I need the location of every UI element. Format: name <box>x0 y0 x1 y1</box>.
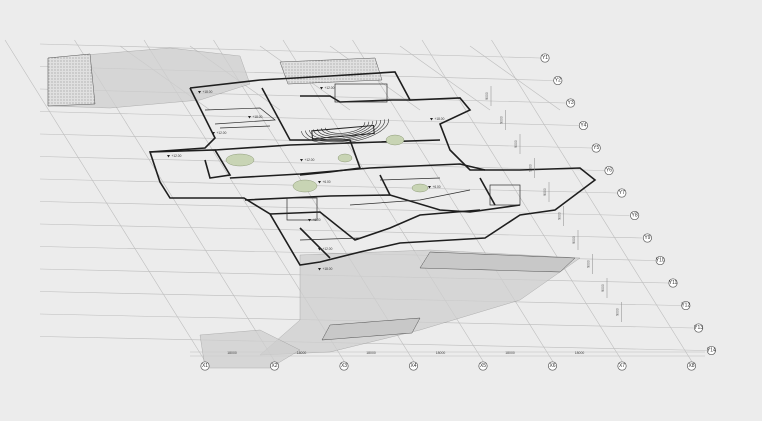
column-axis-label: X7 <box>619 363 625 369</box>
row-axis-label: Y7 <box>619 190 625 196</box>
row-axis-bubble: Y14 <box>706 345 716 356</box>
row-axis-bubble: Y9 <box>642 233 652 243</box>
row-dimension-label: 9000 <box>587 260 591 268</box>
level-mark-label: +18.00 <box>253 115 263 119</box>
level-mark: +12.00 <box>318 247 333 251</box>
column-axis-bubble: X6 <box>547 361 558 371</box>
column-dimension-label: 18000 <box>436 351 446 355</box>
column-dimension-label: 18000 <box>227 351 237 355</box>
column-axis-label: X4 <box>410 363 416 369</box>
row-dimension-label: 9000 <box>558 212 562 220</box>
level-mark-label: +12.00 <box>305 158 315 162</box>
column-axis-bubble: X7 <box>617 361 627 371</box>
dimension-labels: 18000 18000 18000 18000 18000 18000 9000 9000 90… <box>227 86 622 355</box>
level-mark-label: +12.00 <box>323 247 333 251</box>
row-dimension-label: 9000 <box>500 116 504 124</box>
level-mark: +12.00 <box>212 131 227 135</box>
row-axis-label: Y14 <box>707 348 716 354</box>
column-axis-label: X5 <box>480 363 486 369</box>
row-axis-label: Y10 <box>656 258 665 264</box>
level-mark-label: +6.00 <box>433 185 441 189</box>
level-mark-label: +12.00 <box>217 131 227 135</box>
row-axis-bubble: Y2 <box>553 75 563 86</box>
level-mark: +6.00 <box>318 180 331 184</box>
row-axis-label: Y11 <box>669 280 678 286</box>
row-axis-bubble: Y13 <box>694 323 703 333</box>
column-axis-bubble: X3 <box>339 361 349 371</box>
row-dimension-label: 9000 <box>616 308 620 316</box>
level-mark-label: +12.00 <box>172 154 182 158</box>
level-mark-label: +18.00 <box>203 90 213 94</box>
row-axis-label: Y1 <box>542 55 548 61</box>
row-axis-bubble: Y10 <box>655 255 665 266</box>
column-axis-bubble: X4 <box>408 361 419 371</box>
column-axis-label: X3 <box>341 363 347 369</box>
row-axis-bubble: Y8 <box>630 210 640 221</box>
column-axis-bubbles: X1 X2 X3 X4 X5 X6 X7 X8 <box>200 361 697 371</box>
column-axis-label: X2 <box>271 363 277 369</box>
column-axis-bubble: X1 <box>200 361 210 371</box>
column-axis-label: X8 <box>688 363 694 369</box>
column-dimension-label: 18000 <box>366 351 376 355</box>
row-axis-label: Y4 <box>580 123 586 129</box>
level-mark-label: +18.00 <box>323 267 333 271</box>
row-dimension-label: 9000 <box>572 236 576 244</box>
auditorium-seating <box>301 118 389 144</box>
column-dimension-label: 18000 <box>297 351 307 355</box>
row-axis-label: Y6 <box>606 168 612 174</box>
row-dimension-label: 9000 <box>514 140 518 148</box>
row-axis-bubble: Y3 <box>566 98 576 108</box>
row-axis-bubble: Y11 <box>668 278 678 288</box>
row-axis-bubble: Y1 <box>540 53 550 63</box>
row-axis-label: Y12 <box>681 303 690 309</box>
column-axis-bubble: X5 <box>478 361 488 371</box>
level-mark: +18.00 <box>198 90 213 94</box>
row-axis-label: Y13 <box>694 325 703 331</box>
row-axis-bubble: Y12 <box>681 300 690 311</box>
level-mark-label: +6.00 <box>313 218 321 222</box>
level-marks: +18.00 +12.00 +18.00 +12.00 +18.00 +12.00 +12.… <box>167 86 445 271</box>
level-mark-label: +6.00 <box>323 180 331 184</box>
row-dimension-label: 9000 <box>485 92 489 100</box>
column-axis-label: X1 <box>202 363 208 369</box>
row-axis-label: Y8 <box>632 213 638 219</box>
row-axis-bubble: Y6 <box>604 165 614 176</box>
level-mark: +12.00 <box>300 158 315 162</box>
level-mark: +6.00 <box>308 218 321 222</box>
column-dimension-label: 18000 <box>575 351 585 355</box>
level-mark: +18.00 <box>430 117 445 121</box>
level-mark-label: +18.00 <box>435 117 445 121</box>
level-mark: +12.00 <box>167 154 182 158</box>
column-axis-label: X6 <box>549 363 555 369</box>
roof-canopy <box>47 47 581 369</box>
level-mark: +6.00 <box>428 185 441 189</box>
row-axis-label: Y3 <box>568 100 574 106</box>
row-axis-bubble: Y4 <box>578 120 588 131</box>
courtyard-planting <box>225 134 429 193</box>
row-axis-bubble: Y7 <box>617 188 627 198</box>
row-dimension-label: 9000 <box>601 284 605 292</box>
level-mark: +12.00 <box>320 86 335 90</box>
row-axis-label: Y5 <box>593 145 599 151</box>
column-axis-bubble: X8 <box>686 361 697 371</box>
row-axis-label: Y9 <box>644 235 650 241</box>
row-axis-bubble: Y5 <box>591 143 601 153</box>
column-dimension-label: 18000 <box>505 351 515 355</box>
column-axis-bubble: X2 <box>269 361 280 371</box>
level-mark: +18.00 <box>318 267 333 271</box>
row-axis-label: Y2 <box>555 78 561 84</box>
row-dimension-label: 9000 <box>543 188 547 196</box>
row-dimension-label: 9000 <box>529 164 533 172</box>
level-mark: +18.00 <box>248 115 263 119</box>
level-mark-label: +12.00 <box>325 86 335 90</box>
